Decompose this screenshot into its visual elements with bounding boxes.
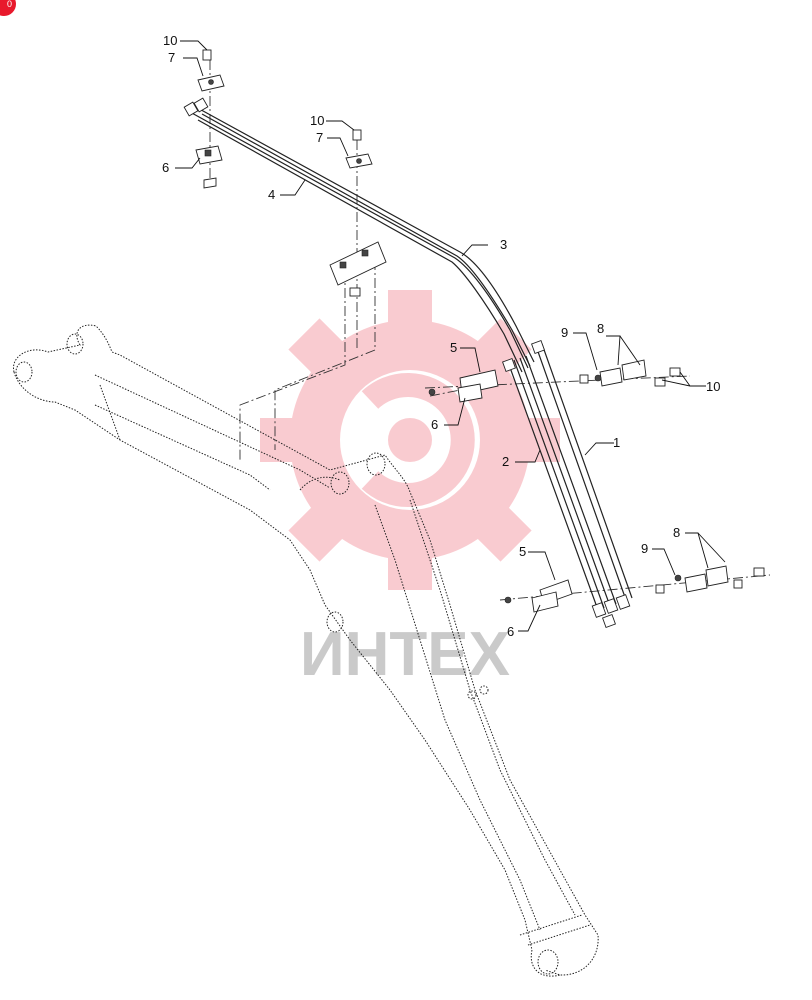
boom-outline [13,324,599,977]
callout-3: 3 [500,237,507,252]
callout-9: 9 [561,325,568,340]
watermark-logo [260,290,560,590]
callout-4: 4 [268,187,275,202]
callout-8: 8 [673,525,680,540]
callout-10: 10 [163,33,177,48]
callout-6: 6 [431,417,438,432]
hydraulic-tubes [183,97,633,628]
leader-lines [175,40,726,632]
callout-10: 10 [706,379,720,394]
callout-labels: 10 7 6 4 10 7 3 5 6 2 1 9 8 10 5 6 9 8 [162,33,720,639]
callout-2: 2 [502,454,509,469]
callout-5: 5 [519,544,526,559]
callout-6: 6 [162,160,169,175]
clamp-bottom [504,565,765,613]
callout-10: 10 [310,113,324,128]
clamp-middle [428,359,681,403]
callout-7: 7 [168,50,175,65]
callout-5: 5 [450,340,457,355]
callout-1: 1 [613,435,620,450]
clamp-top-left [195,49,225,189]
callout-7: 7 [316,130,323,145]
watermark-text: ИНТЕХ [300,620,510,689]
clamp-top-middle [329,129,387,297]
callout-6: 6 [507,624,514,639]
callout-8: 8 [597,321,604,336]
corner-badge: 0 [0,0,16,16]
callout-9: 9 [641,541,648,556]
